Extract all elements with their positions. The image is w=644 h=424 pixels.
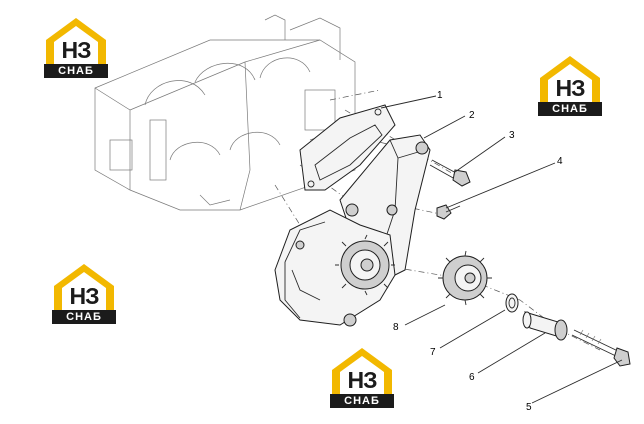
bolt-part-4 — [436, 204, 461, 220]
callout-8: 8 — [393, 322, 399, 333]
logo-mark: НЗ — [61, 37, 91, 63]
logo-word: СНАБ — [44, 64, 108, 78]
oil-pump-housing — [274, 209, 396, 327]
watermark-logo: НЗ СНАБ — [538, 54, 602, 118]
logo-word: СНАБ — [330, 394, 394, 408]
callout-5: 5 — [526, 402, 532, 413]
watermark-logo: НЗ СНАБ — [52, 262, 116, 326]
logo-mark: НЗ — [347, 367, 377, 393]
leader-lines — [380, 95, 623, 404]
bolt-part-3 — [429, 159, 471, 187]
callout-3: 3 — [509, 130, 515, 141]
watermark-logo: НЗ СНАБ — [330, 346, 394, 410]
callout-6: 6 — [469, 372, 475, 383]
callout-labels: 1 2 3 4 5 6 7 8 — [393, 90, 563, 413]
logo-mark: НЗ — [555, 75, 585, 101]
idler-gear-part-8 — [438, 250, 492, 306]
logo-word: СНАБ — [52, 310, 116, 324]
shaft-part-6 — [522, 311, 568, 341]
logo-word: СНАБ — [538, 102, 602, 116]
gasket-part-1 — [299, 104, 396, 191]
engine-block — [94, 14, 356, 211]
callout-4: 4 — [557, 156, 563, 167]
watermark-logo: НЗ СНАБ — [44, 16, 108, 80]
callout-1: 1 — [437, 90, 443, 101]
callout-2: 2 — [469, 110, 475, 121]
callout-7: 7 — [430, 347, 436, 358]
logo-mark: НЗ — [69, 283, 99, 309]
washer-part-7 — [505, 293, 519, 313]
